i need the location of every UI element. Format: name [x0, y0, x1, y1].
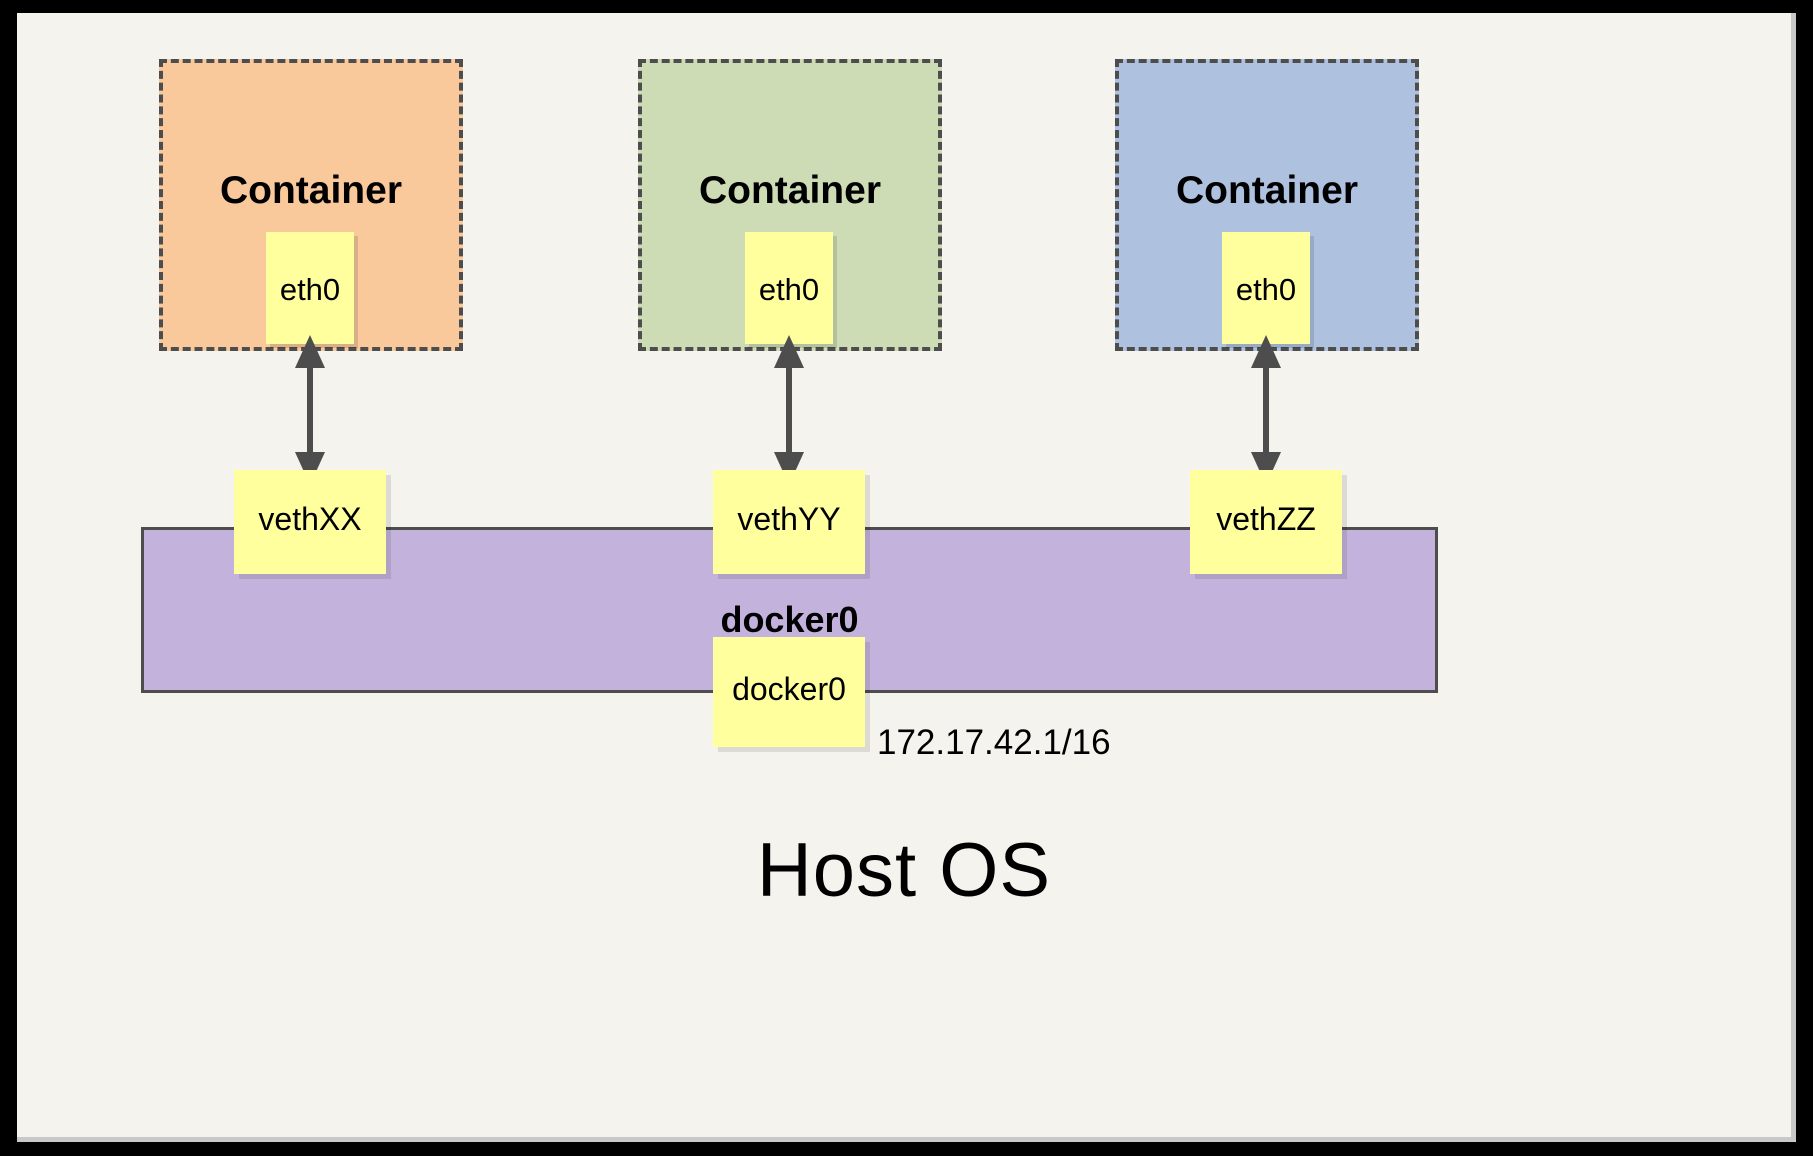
veth-link-arrow-3 [1246, 335, 1286, 485]
double-arrow-icon-1 [295, 335, 325, 485]
container-title-2: Container [698, 169, 881, 212]
eth0-box-1: eth0 [266, 232, 354, 344]
eth0-box-2: eth0 [745, 232, 833, 344]
eth0-label-2: eth0 [758, 272, 820, 307]
double-arrow-icon-2 [774, 335, 804, 485]
container-title-1: Container [219, 169, 402, 212]
eth0-label-1: eth0 [279, 272, 341, 307]
docker0-ip-address: 172.17.42.1/16 [877, 723, 1111, 762]
veth-box-2: vethYY [713, 470, 865, 574]
veth-box-1: vethXX [234, 470, 386, 574]
veth-label-2: vethYY [737, 501, 841, 537]
veth-link-arrow-2 [769, 335, 809, 485]
container-title-3: Container [1175, 169, 1358, 212]
veth-label-3: vethZZ [1216, 501, 1316, 537]
host-os-title: Host OS [756, 828, 1052, 913]
veth-label-1: vethXX [258, 501, 362, 537]
docker0-bridge-label: docker0 [720, 599, 859, 640]
veth-link-arrow-1 [290, 335, 330, 485]
veth-box-3: vethZZ [1190, 470, 1342, 574]
eth0-box-3: eth0 [1222, 232, 1310, 344]
docker0-interface-label: docker0 [732, 671, 846, 707]
diagram-canvas: Container eth0 Container eth0 [17, 13, 1796, 1142]
docker0-interface-box: docker0 [713, 637, 865, 747]
eth0-label-3: eth0 [1235, 272, 1297, 307]
double-arrow-icon-3 [1251, 335, 1281, 485]
